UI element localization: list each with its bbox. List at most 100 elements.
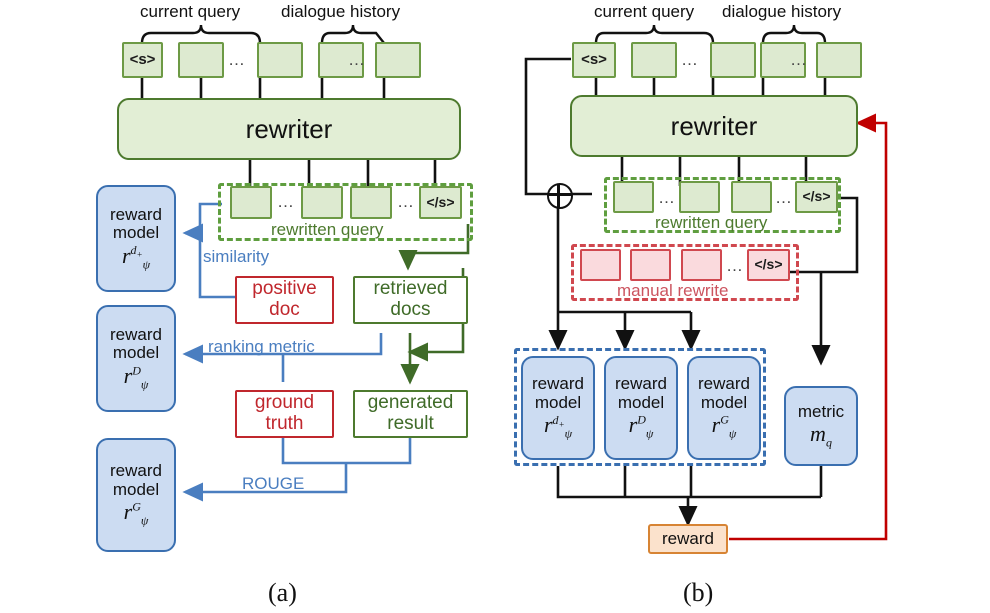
reward-model-D-a-line1: reward	[110, 324, 162, 344]
panel-a-label-dialogue-history: dialogue history	[281, 2, 401, 21]
rewritten-query-caption-a: rewritten query	[271, 220, 384, 239]
reward-model-dplus-a-line1: reward	[110, 204, 162, 224]
retrieved-docs-line2: docs	[390, 299, 431, 320]
input-token-a-5	[375, 42, 421, 78]
reward-model-D-a: reward model rDψ	[96, 305, 176, 412]
generated-result-line1: generated	[367, 392, 454, 414]
rewritten-token-b-3	[731, 181, 772, 213]
panel-b-caption: (b)	[683, 578, 714, 607]
panel-b-label-dialogue-history: dialogue history	[722, 2, 842, 21]
reward-models-group-b	[514, 348, 766, 466]
reward-model-dplus-b: reward model rd+ψ	[521, 356, 595, 460]
reward-model-dplus-a: reward model rd+ψ	[96, 185, 176, 292]
token-stems-a	[140, 78, 386, 98]
reward-model-G-b-line2: model	[700, 392, 748, 412]
rewritten-query-caption-b: rewritten query	[655, 213, 768, 232]
edge-plus-to-rm-bus-b	[548, 205, 701, 351]
reward-model-G-a-line1: reward	[110, 461, 162, 481]
manual-rewrite-caption: manual rewrite	[617, 281, 729, 300]
metric-box-line1: metric	[797, 401, 845, 421]
reward-output-box: reward	[648, 524, 728, 554]
manual-token-3	[681, 249, 722, 281]
ellipsis-a-1: …	[228, 50, 246, 69]
brace-current-query-a	[140, 24, 262, 45]
reward-model-dplus-b-line2: model	[534, 392, 582, 412]
generated-result-box: generated result	[353, 390, 468, 438]
rewritten-token-b-2	[679, 181, 720, 213]
input-token-a-3	[257, 42, 303, 78]
positive-doc-line1: positive	[252, 278, 317, 300]
ground-truth-line2: truth	[265, 413, 304, 434]
reward-model-dplus-a-line2: model	[112, 223, 160, 243]
ellipsis-a-2: …	[348, 50, 366, 69]
rewritten-ellipsis-a-2: …	[397, 192, 415, 211]
rewritten-token-a-1	[230, 186, 272, 219]
reward-model-G-b: reward model rGψ	[687, 356, 761, 460]
rewritten-query-container-a	[218, 183, 473, 241]
metric-box-b: metric mq	[784, 386, 858, 466]
reward-model-D-a-symbol: rDψ	[123, 362, 149, 392]
input-token-a-2	[178, 42, 224, 78]
reward-model-G-a-symbol: rGψ	[123, 499, 149, 528]
reward-model-G-b-symbol: rGψ	[711, 412, 737, 441]
reward-model-D-b-symbol: rDψ	[628, 412, 654, 441]
edge-rouge-a	[182, 437, 412, 502]
rewritten-token-a-2	[301, 186, 343, 219]
edge-similarity-a	[182, 202, 235, 299]
retrieved-docs-line1: retrieved	[373, 278, 448, 300]
metric-box-symbol: mq	[810, 421, 832, 450]
retrieved-docs-box: retrieved docs	[353, 276, 468, 324]
input-token-s-b: <s>	[572, 42, 616, 78]
panel-a-caption: (a)	[268, 578, 297, 607]
panel-b-label-current-query: current query	[594, 2, 695, 21]
plus-operator-icon	[547, 183, 573, 209]
manual-token-eos: </s>	[747, 249, 790, 281]
generated-result-line2: result	[387, 413, 434, 434]
rewritten-ellipsis-b-1: …	[658, 188, 676, 207]
edge-label-similarity: similarity	[203, 247, 270, 266]
rewriter-box-a: rewriter	[117, 98, 461, 160]
rewritten-query-container-b	[604, 177, 841, 233]
rewritten-token-eos-b: </s>	[795, 181, 838, 213]
edge-label-ranking-metric: ranking metric	[208, 337, 315, 356]
reward-model-D-b-line2: model	[617, 392, 665, 412]
manual-rewrite-container	[571, 244, 799, 301]
reward-model-G-a-line2: model	[112, 479, 160, 499]
rewriter-out-stems-a	[248, 160, 437, 186]
input-token-b-3	[710, 42, 756, 78]
reward-model-dplus-b-symbol: rd+ψ	[543, 412, 573, 441]
ground-truth-box: ground truth	[235, 390, 334, 438]
positive-doc-box: positive doc	[235, 276, 334, 324]
rewritten-token-eos-a: </s>	[419, 186, 462, 219]
reward-model-G-b-line1: reward	[698, 374, 750, 394]
manual-token-1	[580, 249, 621, 281]
panel-a-label-current-query: current query	[140, 2, 241, 21]
input-token-b-5	[816, 42, 862, 78]
ground-truth-line1: ground	[254, 392, 315, 414]
reward-model-dplus-a-symbol: rd+ψ	[121, 242, 151, 272]
brace-dialogue-history-a	[320, 24, 386, 45]
edge-rewritten-to-metric-b	[790, 196, 859, 366]
edge-rm-to-reward-b	[556, 466, 823, 527]
ellipsis-b-1: …	[681, 50, 699, 69]
input-token-b-4	[760, 42, 806, 78]
rewritten-ellipsis-a-1: …	[277, 192, 295, 211]
reward-model-dplus-b-line1: reward	[532, 374, 584, 394]
edge-label-rouge: ROUGE	[242, 474, 305, 493]
input-token-a-4	[318, 42, 364, 78]
input-token-b-2	[631, 42, 677, 78]
brace-dialogue-history-b	[761, 24, 827, 45]
input-token-s-a: <s>	[122, 42, 163, 78]
edge-reward-feedback-b	[729, 113, 888, 541]
token-stems-b	[594, 78, 827, 95]
rewritten-ellipsis-b-2: …	[775, 188, 793, 207]
positive-doc-line2: doc	[269, 299, 300, 320]
brace-current-query-b	[594, 24, 715, 45]
manual-ellipsis: …	[726, 256, 744, 275]
manual-token-2	[630, 249, 671, 281]
reward-model-D-b: reward model rDψ	[604, 356, 678, 460]
rewritten-token-b-1	[613, 181, 654, 213]
reward-model-D-b-line1: reward	[615, 374, 667, 394]
